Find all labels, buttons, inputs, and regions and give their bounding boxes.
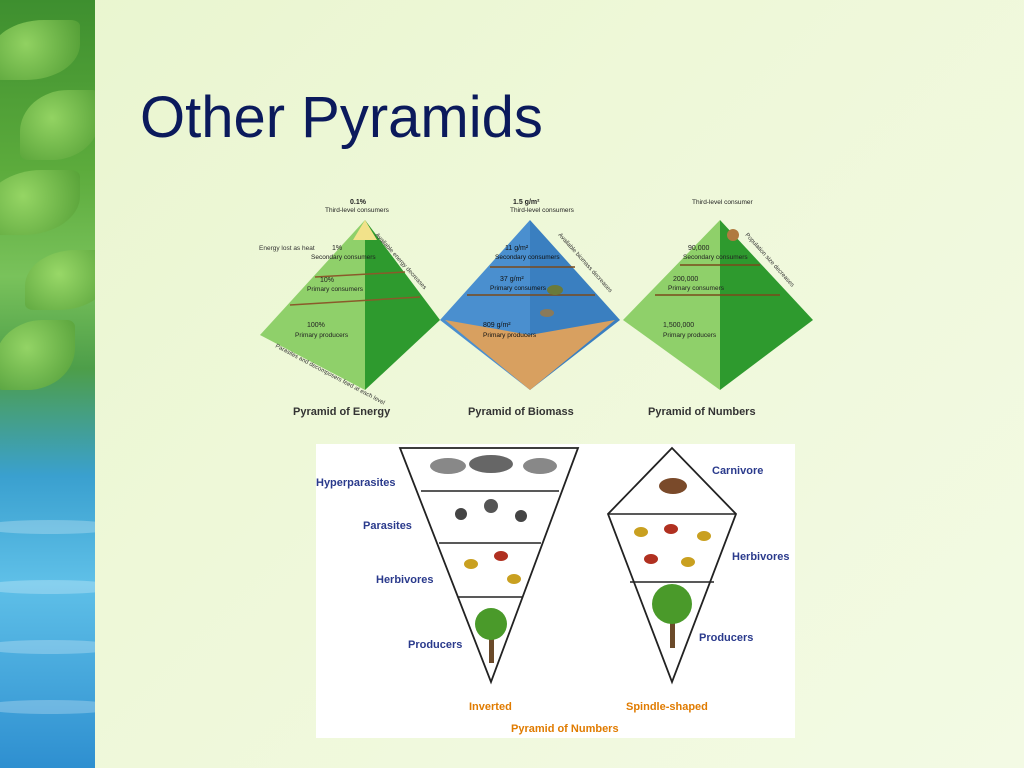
numbers-pyramid-caption: Pyramid of Numbers (648, 406, 756, 418)
beetle-icon (515, 510, 527, 522)
biomass-level-value: 37 g/m² (500, 276, 524, 283)
tree-icon (652, 584, 692, 624)
numbers-level-value: 1,500,000 (663, 322, 694, 329)
biomass-level-label: Secondary consumers (495, 254, 560, 261)
spindle-caption: Spindle-shaped (626, 701, 708, 713)
water-ripple (0, 700, 95, 714)
spindle-pyramid-outline (606, 446, 738, 685)
energy-pyramid-apex (353, 220, 377, 240)
biomass-level-label: Third-level consumers (510, 207, 575, 214)
energy-level-value: 100% (307, 322, 325, 329)
hyperparasite-swarm-icon (430, 458, 466, 474)
hyperparasite-swarm-icon (523, 458, 557, 474)
leaf-shape (0, 170, 80, 235)
energy-level-value: 0.1% (350, 199, 367, 206)
bird-icon (507, 574, 521, 584)
biomass-level-label: Primary consumers (490, 285, 547, 292)
energy-heat-label: Energy lost as heat (259, 245, 315, 252)
inverted-pyramid-outline (398, 447, 580, 685)
energy-level-value: 1% (332, 245, 342, 252)
water-ripple (0, 580, 95, 594)
energy-level-label: Primary producers (295, 332, 349, 339)
biomass-level-value: 809 g/m² (483, 322, 511, 329)
numbers-level-value: 200,000 (673, 276, 698, 283)
spindle-label: Carnivore (712, 465, 763, 477)
tree-icon (475, 608, 507, 640)
numbers-pyramid: Third-level consumer 90,000 Secondary co… (623, 199, 813, 418)
bird-icon (644, 554, 658, 564)
trophic-pyramids-figure: 0.1% Third-level consumers 1% Secondary … (259, 199, 813, 418)
inverted-label: Producers (408, 639, 462, 651)
energy-pyramid-right-face (365, 220, 440, 390)
spindle-label: Producers (699, 632, 753, 644)
inverted-pyramid: Hyperparasites Parasites Herbivores Prod… (316, 447, 580, 713)
biomass-level-value: 11 g/m² (505, 245, 529, 252)
inverted-label: Parasites (363, 520, 412, 532)
numbers-pyramid-left-face (623, 220, 720, 390)
energy-level-label: Third-level consumers (325, 207, 390, 214)
hawk-icon (659, 478, 687, 494)
leaf-shape (0, 320, 75, 390)
fox-icon (727, 229, 739, 241)
numbers-level-value: 90,000 (688, 245, 710, 252)
energy-level-value: 10% (320, 277, 334, 284)
leaf-shape (0, 20, 80, 80)
spindle-label: Herbivores (732, 551, 789, 563)
biomass-seabed (445, 320, 615, 390)
decorative-side-strip (0, 0, 95, 768)
beetle-icon (484, 499, 498, 513)
bird-icon (634, 527, 648, 537)
bird-icon (681, 557, 695, 567)
energy-pyramid-left-face (260, 220, 365, 390)
leaf-shape (20, 90, 95, 160)
hyperparasite-swarm-icon (469, 455, 513, 473)
slide-title: Other Pyramids (140, 85, 543, 150)
fish-icon (540, 309, 554, 317)
inverted-label: Herbivores (376, 574, 433, 586)
turtle-icon (547, 285, 563, 295)
energy-pyramid: 0.1% Third-level consumers 1% Secondary … (259, 199, 440, 418)
pyramid-of-numbers-figure: Hyperparasites Parasites Herbivores Prod… (316, 444, 795, 738)
energy-pyramid-caption: Pyramid of Energy (293, 406, 391, 418)
spindle-pyramid: Carnivore Herbivores Producers Spindle-s… (606, 446, 789, 713)
bird-icon (494, 551, 508, 561)
numbers-level-label: Secondary consumers (683, 254, 748, 261)
biomass-level-label: Primary producers (483, 332, 537, 339)
numbers-level-label: Primary producers (663, 332, 717, 339)
numbers-pyramid-right-face (720, 220, 813, 390)
energy-level-divider (289, 296, 421, 306)
inverted-caption: Inverted (469, 701, 512, 713)
bird-icon (464, 559, 478, 569)
inverted-label: Hyperparasites (316, 477, 396, 489)
water-ripple (0, 640, 95, 654)
biomass-pyramid-caption: Pyramid of Biomass (468, 406, 574, 418)
energy-level-divider (314, 271, 406, 278)
biomass-pyramid: 1.5 g/m² Third-level consumers 11 g/m² S… (440, 199, 620, 418)
bird-icon (664, 524, 678, 534)
tree-trunk (670, 622, 675, 648)
biomass-level-value: 1.5 g/m² (513, 199, 540, 206)
pyramid-of-numbers-caption: Pyramid of Numbers (511, 723, 619, 735)
energy-level-label: Primary consumers (307, 286, 364, 293)
numbers-level-label: Primary consumers (668, 285, 725, 292)
bird-icon (697, 531, 711, 541)
water-ripple (0, 520, 95, 534)
numbers-level-label: Third-level consumer (692, 199, 754, 206)
leaf-shape (25, 250, 95, 310)
energy-level-label: Secondary consumers (311, 254, 376, 261)
beetle-icon (455, 508, 467, 520)
tree-trunk (489, 639, 494, 663)
